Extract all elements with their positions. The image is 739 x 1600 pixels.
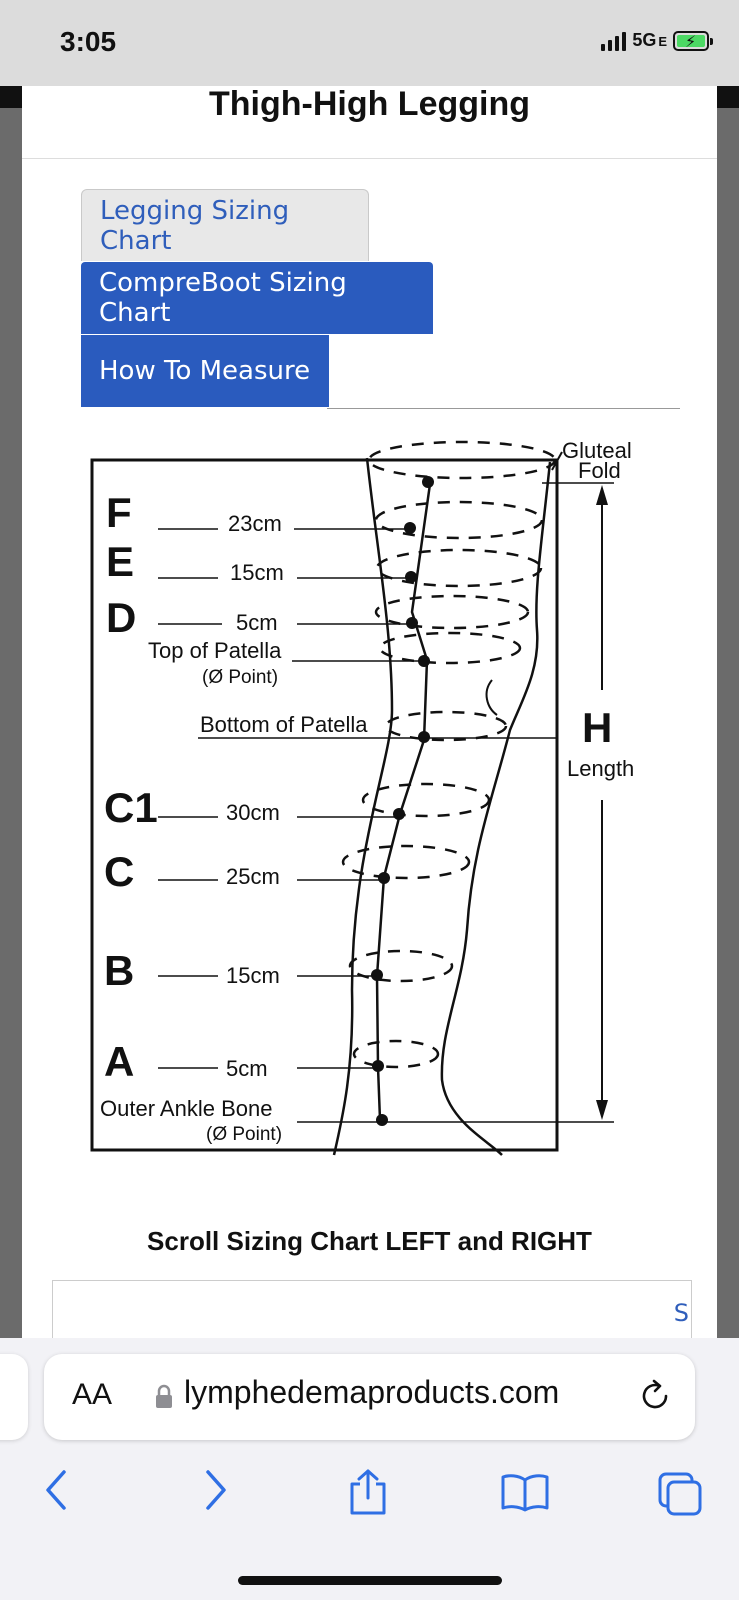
distance-c: 25cm	[226, 864, 280, 889]
address-bar[interactable]: AA lymphedemaproducts.com	[44, 1354, 695, 1440]
label-top-patella: Top of Patella	[148, 638, 282, 663]
label-bottom-patella: Bottom of Patella	[200, 712, 368, 737]
page-edge-right	[717, 86, 739, 108]
distance-f: 23cm	[228, 511, 282, 536]
content-card: Thigh-High Legging Legging Sizing Chart …	[22, 86, 717, 1338]
home-indicator	[238, 1576, 502, 1585]
browser-toolbar	[0, 1448, 739, 1528]
measurement-diagram: F E D C1 C B A H 23cm 15cm 5cm 30cm 25cm…	[90, 438, 634, 1156]
label-c1: C1	[104, 784, 158, 831]
sizing-table[interactable]: S	[52, 1280, 692, 1338]
page-edge-left	[0, 86, 22, 108]
page-title: Thigh-High Legging	[208, 86, 531, 123]
label-outer-ankle: Outer Ankle Bone	[100, 1096, 272, 1121]
tabs-divider	[327, 408, 680, 409]
title-divider	[22, 158, 717, 159]
label-e: E	[106, 538, 134, 585]
label-d: D	[106, 594, 136, 641]
forward-icon[interactable]	[198, 1468, 232, 1512]
distance-b: 15cm	[226, 963, 280, 988]
label-fold: Fold	[578, 458, 621, 483]
share-icon[interactable]	[346, 1468, 390, 1516]
tab-compreboot-sizing-chart[interactable]: CompreBoot Sizing Chart	[81, 262, 433, 334]
label-gluteal: Gluteal	[562, 438, 632, 463]
label-h: H	[582, 704, 612, 751]
battery-icon: ⚡	[673, 30, 713, 51]
label-f: F	[106, 489, 132, 536]
url-text[interactable]: lymphedemaproducts.com	[184, 1374, 560, 1410]
status-time: 3:05	[60, 26, 117, 57]
scroll-instruction: Scroll Sizing Chart LEFT and RIGHT	[147, 1226, 592, 1256]
distance-d: 5cm	[236, 610, 278, 635]
previous-tab-pill[interactable]	[0, 1354, 28, 1440]
tab-legging-sizing-chart[interactable]: Legging Sizing Chart	[81, 189, 369, 261]
label-c: C	[104, 848, 134, 895]
distance-a: 5cm	[226, 1056, 268, 1081]
label-length: Length	[567, 756, 634, 781]
reload-icon[interactable]	[639, 1378, 673, 1414]
browser-chrome: AA lymphedemaproducts.com	[0, 1338, 739, 1600]
label-b: B	[104, 947, 134, 994]
distance-e: 15cm	[230, 560, 284, 585]
table-partial-text: S	[673, 1299, 689, 1327]
tab-how-to-measure[interactable]: How To Measure	[81, 335, 329, 407]
label-zero-point-top: (Ø Point)	[202, 667, 278, 688]
reader-settings-button[interactable]: AA	[72, 1378, 113, 1411]
label-a: A	[104, 1038, 134, 1085]
web-page[interactable]: Thigh-High Legging Legging Sizing Chart …	[0, 86, 739, 1338]
signal-icon	[601, 31, 627, 51]
back-icon[interactable]	[40, 1468, 74, 1512]
lock-icon	[156, 1384, 172, 1408]
distance-c1: 30cm	[226, 800, 280, 825]
label-zero-point-ankle: (Ø Point)	[206, 1124, 282, 1145]
tabs-icon[interactable]	[656, 1470, 704, 1516]
bookmarks-icon[interactable]	[500, 1472, 550, 1512]
